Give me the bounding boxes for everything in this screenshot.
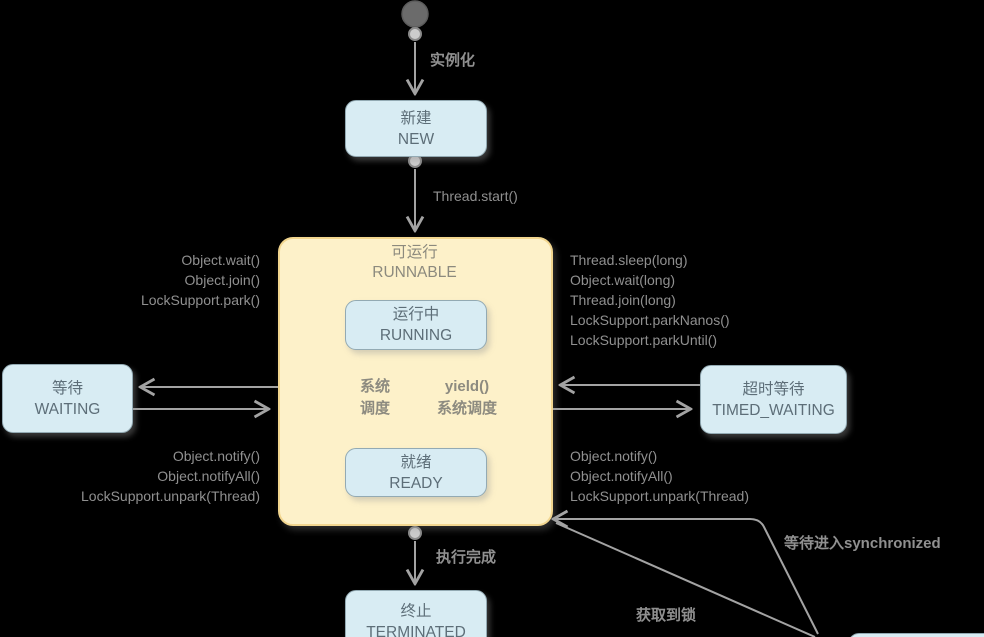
initial-state-icon [401,0,429,28]
line-runnable-to-blocked [555,522,816,637]
state-timed-waiting: 超时等待 TIMED_WAITING [700,365,847,434]
state-terminated-label-zh: 终止 [400,603,432,620]
label-yield: yield() 系统调度 [436,378,497,417]
label-execution-complete: 执行完成 [436,549,497,566]
label-lock-acquired: 获取到锁 [636,607,697,624]
state-running-label-en: RUNNING [379,327,453,344]
state-waiting: 等待 WAITING [2,364,133,433]
label-system-schedule: 系统 调度 [359,378,390,417]
label-instantiate: 实例化 [430,52,476,69]
state-running: 运行中 RUNNING [345,300,487,350]
state-running-label-zh: 运行中 [392,306,440,323]
state-terminated-label-en: TERMINATED [366,624,466,637]
state-blocked-partial [848,633,984,637]
state-waiting-label-zh: 等待 [51,379,83,397]
state-timed-waiting-label-en: TIMED_WAITING [712,401,835,419]
state-ready-label-zh: 就绪 [400,453,432,471]
state-timed-waiting-label-zh: 超时等待 [742,380,805,398]
connector-dot-runnable-bottom [408,526,422,540]
label-runnable-to-timed-waiting: Thread.sleep(long) Object.wait(long) Thr… [570,252,730,348]
state-new: 新建 NEW [345,100,487,157]
state-terminated: 终止 TERMINATED [345,590,487,637]
state-new-label-zh: 新建 [400,109,432,127]
state-runnable-label-zh: 可运行 [391,244,438,261]
state-new-label-en: NEW [397,130,435,148]
label-timed-waiting-to-runnable: Object.notify() Object.notifyAll() LockS… [570,448,749,504]
label-thread-start: Thread.start() [433,188,518,204]
state-ready: 就绪 READY [345,448,487,497]
connector-dot-top [408,27,422,41]
arrow-blocked-to-runnable [554,519,819,635]
state-ready-label-en: READY [389,474,443,492]
state-runnable-title: 可运行 RUNNABLE [278,243,551,283]
state-runnable-label-en: RUNNABLE [372,264,457,281]
label-wait-enter-synchronized: 等待进入synchronized [784,535,941,552]
label-waiting-to-runnable: Object.notify() Object.notifyAll() LockS… [81,448,260,504]
label-runnable-to-waiting: Object.wait() Object.join() LockSupport.… [140,252,260,308]
state-waiting-label-en: WAITING [34,400,101,418]
